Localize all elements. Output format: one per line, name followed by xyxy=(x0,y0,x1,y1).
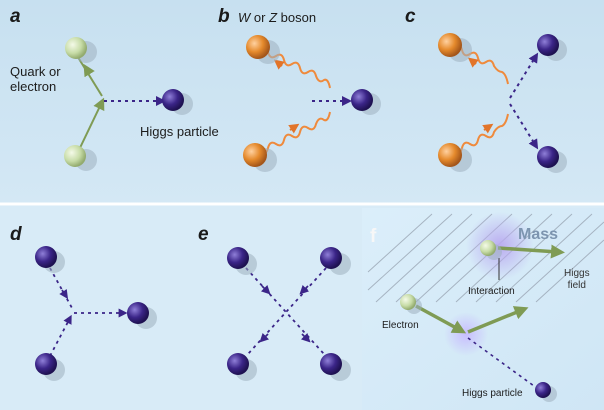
boson-word: boson xyxy=(277,10,317,25)
higgs-line-c-bottom xyxy=(509,103,539,150)
quark-particle-bottom xyxy=(64,145,97,171)
higgs-line-e-diag2 xyxy=(247,267,327,355)
interaction-glow-top xyxy=(466,212,534,280)
panel-label-a: a xyxy=(10,6,21,27)
interaction-glow-bottom xyxy=(444,312,488,356)
higgs-particle-a xyxy=(162,89,193,115)
panel-label-c: c xyxy=(405,6,416,27)
quark-particle-top xyxy=(65,37,97,63)
higgs-line-c-top xyxy=(509,52,539,99)
boson-arrow-c-top xyxy=(467,57,479,68)
mass-label: Mass xyxy=(518,226,559,243)
electron-incoming-arrow xyxy=(415,304,467,334)
electron-particle-incoming xyxy=(400,294,422,314)
electron-outgoing-arrow xyxy=(467,306,529,334)
panel-f-diagram xyxy=(367,212,604,402)
boson-particle-c-bottom xyxy=(438,143,472,172)
boson-particle-top xyxy=(246,35,280,64)
panel-b-diagram xyxy=(243,35,381,172)
background-top xyxy=(0,0,604,206)
boson-z-letter: Z xyxy=(269,10,278,25)
panel-c-diagram xyxy=(438,33,567,173)
higgs-arrow-e-1 xyxy=(260,284,271,295)
higgs-particle-c-bottom xyxy=(537,146,567,173)
quark-or-electron-label: Quark or electron xyxy=(10,64,61,94)
wavy-line-c-bottom xyxy=(453,113,509,155)
higgs-particle-label-f: Higgs particle xyxy=(462,388,523,399)
higgs-particle-d-top xyxy=(35,246,65,273)
higgs-particle-e-topright xyxy=(320,247,351,275)
boson-arrow-bottom xyxy=(288,123,300,134)
higgs-particle-d-right xyxy=(127,302,157,329)
higgs-arrow-e-2 xyxy=(299,284,310,295)
higgs-arrow-d-top xyxy=(59,289,68,299)
higgs-field-label: Higgs field xyxy=(564,268,590,291)
higgs-particle-c-top xyxy=(537,34,567,61)
quark-arrow-top xyxy=(83,63,95,78)
higgs-particle-b xyxy=(351,89,381,115)
panel-label-b: b xyxy=(218,6,230,27)
boson-arrow-top xyxy=(273,59,285,70)
panel-label-e: e xyxy=(198,224,209,245)
mass-arrow xyxy=(497,244,565,259)
electron-particle-mass xyxy=(480,240,502,260)
boson-particle-bottom xyxy=(243,143,277,172)
higgs-particle-d-bottom xyxy=(35,353,65,381)
higgs-particle-e-topleft xyxy=(227,247,257,275)
panel-e-diagram xyxy=(227,247,351,381)
higgs-arrow-e-3 xyxy=(259,332,270,343)
panel-label-f: f xyxy=(370,226,377,247)
higgs-line-e-diag1 xyxy=(245,267,325,355)
panel-label-d: d xyxy=(10,224,22,245)
electron-label: Electron xyxy=(382,320,419,331)
panel-a-diagram xyxy=(64,37,193,171)
higgs-line-d-top xyxy=(49,267,73,309)
higgs-particle-label-a: Higgs particle xyxy=(140,124,219,139)
higgs-line-d-bottom xyxy=(49,314,72,357)
boson-w-letter: W xyxy=(238,10,251,25)
boson-arrow-c-bottom xyxy=(482,123,494,134)
boson-or-text: or xyxy=(250,10,270,25)
wavy-line-bottom xyxy=(259,111,331,155)
higgs-particle-e-bottomright xyxy=(320,353,351,381)
panel-d-diagram xyxy=(35,246,157,381)
higgs-particle-f xyxy=(535,382,557,402)
higgs-particle-e-bottomleft xyxy=(227,353,257,381)
w-or-z-boson-label: W or Z boson xyxy=(238,10,316,25)
quark-line-bottom xyxy=(77,97,105,153)
boson-particle-c-top xyxy=(438,33,472,62)
interaction-label: Interaction xyxy=(468,286,515,297)
higgs-arrow-e-4 xyxy=(300,332,311,343)
